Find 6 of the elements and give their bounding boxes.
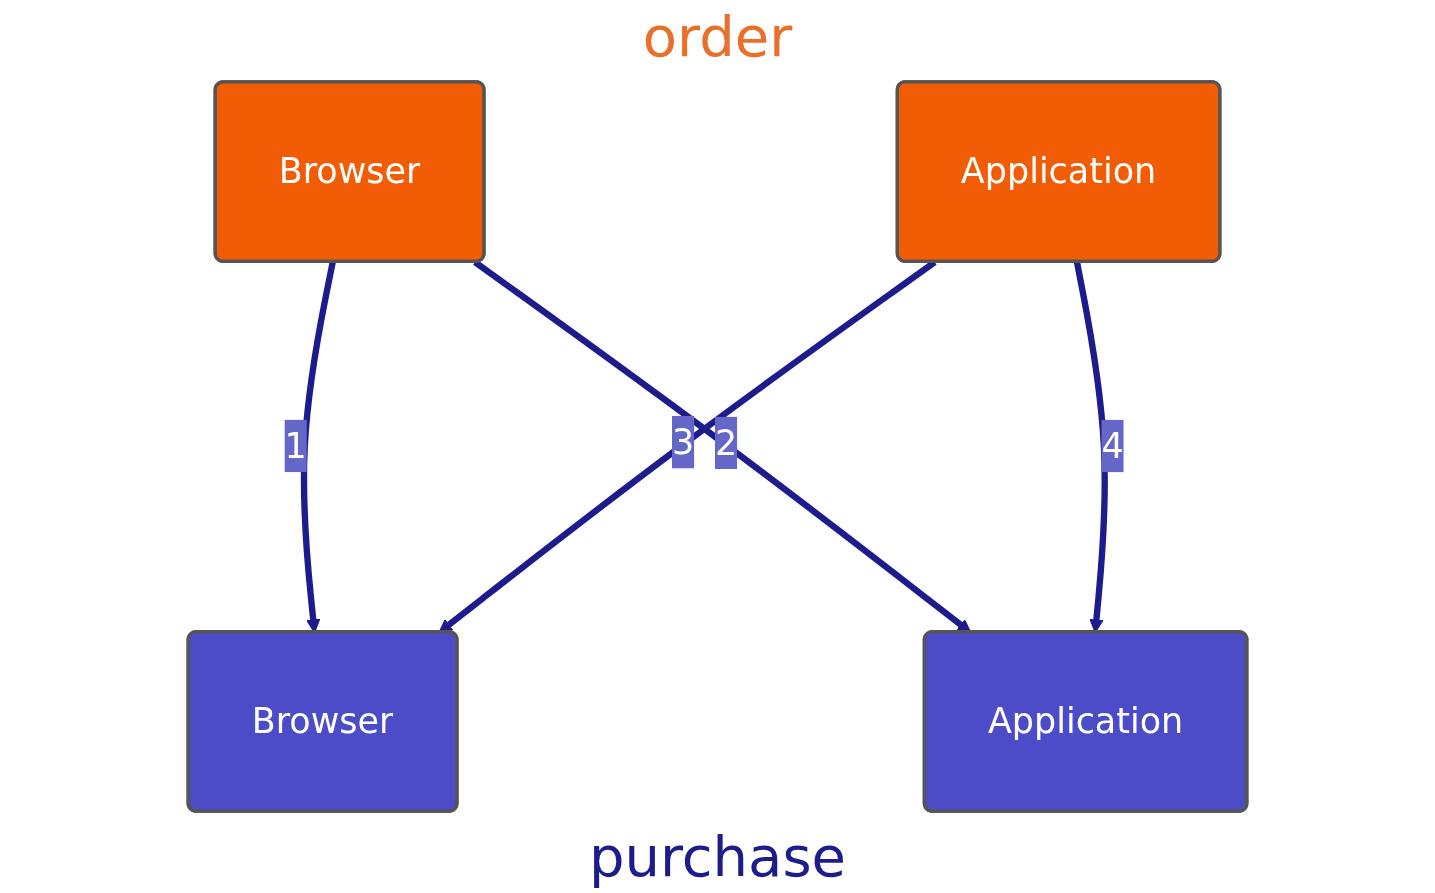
edge-label: 2 bbox=[714, 423, 738, 463]
diagram-caption: purchase bbox=[588, 824, 847, 889]
edge-label: 4 bbox=[1101, 426, 1124, 466]
diagram-title: order bbox=[642, 4, 793, 69]
edge-label: 3 bbox=[671, 422, 695, 463]
edge-label: 1 bbox=[284, 426, 307, 466]
